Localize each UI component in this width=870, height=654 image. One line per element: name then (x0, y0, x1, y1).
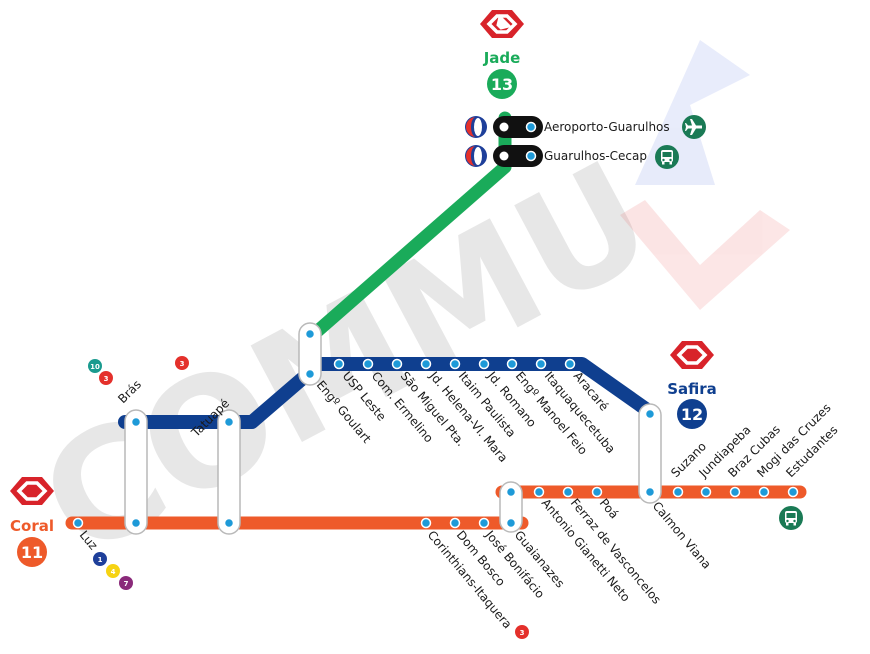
connection-badges-luz: 1 4 7 (93, 552, 133, 590)
station-label-poa: Poá (597, 496, 622, 521)
connection-badges-tatuape: 3 (175, 356, 189, 370)
station-label-aeroporto-guarulhos: Aeroporto-Guarulhos (544, 120, 670, 134)
svg-text:10: 10 (90, 363, 100, 371)
connection-badges-bras: 10 3 (88, 359, 113, 385)
jade-line-badge (487, 69, 517, 99)
svg-text:3: 3 (180, 360, 185, 368)
jade-line-number: 13 (491, 75, 513, 94)
coral-line-number: 11 (21, 543, 43, 562)
metro-logo-icon (465, 145, 487, 167)
cptm-logo-icon (670, 341, 714, 369)
cptm-logo-icon (480, 10, 524, 38)
bus-icon (655, 145, 679, 169)
station-dots (72, 121, 799, 529)
airplane-icon (682, 115, 706, 139)
coral-line-name: Coral (10, 517, 54, 535)
station-label-calmon-viana: Calmon Viana (650, 499, 714, 572)
jade-station-capsules (493, 116, 543, 167)
bus-icon (779, 506, 803, 530)
station-label-guarulhos-cecap: Guarulhos-Cecap (544, 149, 647, 163)
safira-line-name: Safira (667, 380, 717, 398)
svg-text:3: 3 (104, 375, 109, 383)
jade-line-name: Jade (483, 49, 521, 67)
svg-text:4: 4 (111, 568, 116, 576)
svg-text:7: 7 (124, 580, 129, 588)
cptm-logo-icon (10, 477, 54, 505)
connection-badges-corinthians: 3 (515, 625, 529, 639)
safira-line-badge (677, 399, 707, 429)
metro-logo-icon (465, 116, 487, 138)
safira-line-number: 12 (681, 405, 703, 424)
svg-text:1: 1 (98, 556, 103, 564)
svg-text:3: 3 (520, 629, 525, 637)
coral-line-badge (17, 537, 47, 567)
interchange-capsules (124, 322, 662, 535)
